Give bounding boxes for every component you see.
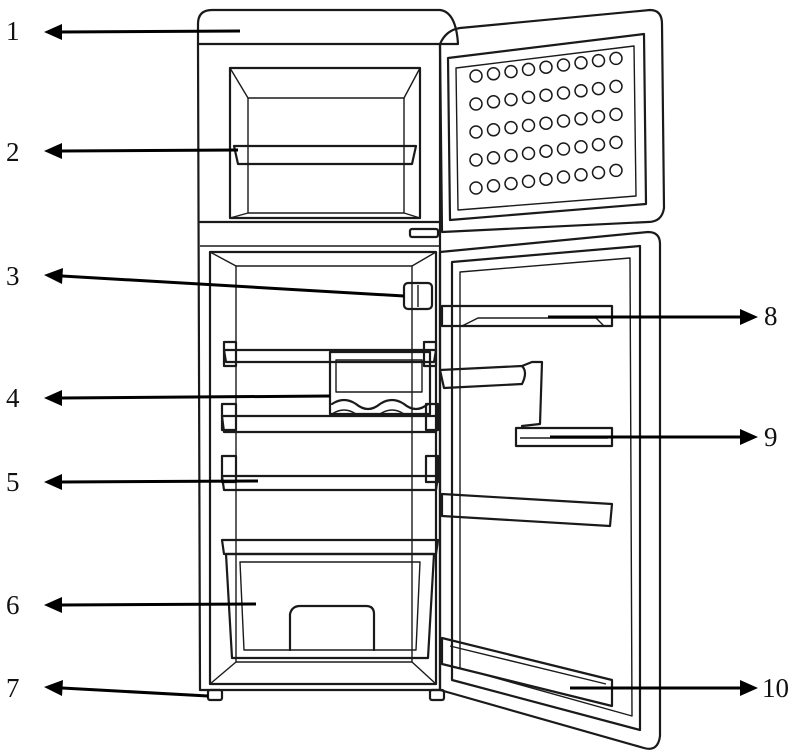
door-hinge bbox=[410, 229, 438, 237]
crisper-drawer bbox=[226, 554, 434, 658]
label-7: 7 bbox=[6, 675, 20, 702]
freezer-door-dimple bbox=[575, 113, 587, 125]
arrow-4 bbox=[44, 390, 330, 406]
freezer-door-dimple bbox=[558, 115, 570, 127]
freezer-door-dimple bbox=[488, 96, 500, 108]
label-3: 3 bbox=[6, 263, 20, 290]
freezer-door-dimple bbox=[505, 122, 517, 134]
label-8: 8 bbox=[764, 303, 778, 330]
freezer-door-dimple bbox=[505, 94, 517, 106]
freezer-door-dimple bbox=[523, 91, 535, 103]
fridge-compartment bbox=[210, 252, 438, 684]
label-2: 2 bbox=[6, 139, 20, 166]
freezer-door-dimple bbox=[488, 180, 500, 192]
freezer-door-dimple bbox=[610, 80, 622, 92]
middle-glass-shelf bbox=[222, 416, 438, 432]
freezer-door-dimple bbox=[523, 147, 535, 159]
freezer-door-dimple bbox=[470, 126, 482, 138]
freezer-door-dimple bbox=[558, 171, 570, 183]
freezer-door-dimple bbox=[523, 63, 535, 75]
freezer-door-dimple bbox=[488, 124, 500, 136]
freezer-door-dimple bbox=[575, 57, 587, 69]
label-6: 6 bbox=[6, 592, 20, 619]
freezer-door-dimple bbox=[610, 108, 622, 120]
label-9: 9 bbox=[764, 424, 778, 451]
freezer-door-dimple bbox=[558, 87, 570, 99]
freezer-door-dimple bbox=[593, 83, 605, 95]
arrow-9 bbox=[550, 429, 758, 445]
freezer-door-dimple bbox=[470, 98, 482, 110]
fridge-door bbox=[440, 232, 660, 749]
freezer-door-dimple bbox=[575, 141, 587, 153]
freezer-door-dimple bbox=[470, 154, 482, 166]
freezer-door-dimple bbox=[488, 68, 500, 80]
label-1: 1 bbox=[6, 18, 20, 45]
freezer-door-dimple bbox=[470, 182, 482, 194]
thermostat-light bbox=[404, 283, 432, 309]
freezer-door-dimple bbox=[505, 150, 517, 162]
freezer-door-dimple bbox=[593, 111, 605, 123]
freezer-door-dimple bbox=[523, 175, 535, 187]
freezer-door-dimple bbox=[593, 55, 605, 67]
freezer-door-dimples bbox=[470, 52, 622, 194]
label-4: 4 bbox=[6, 385, 20, 412]
arrow-3 bbox=[44, 268, 404, 296]
freezer-door-dimple bbox=[540, 145, 552, 157]
bottom-door-shelf bbox=[442, 638, 612, 706]
freezer-door-dimple bbox=[558, 143, 570, 155]
freezer-door-dimple bbox=[488, 152, 500, 164]
label-10: 10 bbox=[762, 675, 789, 702]
freezer-door-dimple bbox=[575, 169, 587, 181]
freezer-door-dimple bbox=[505, 178, 517, 190]
freezer-door-dimple bbox=[523, 119, 535, 131]
arrow-2 bbox=[44, 143, 238, 159]
glass-shelf bbox=[222, 476, 438, 490]
freezer-door-dimple bbox=[610, 52, 622, 64]
freezer-shelf bbox=[234, 146, 416, 164]
freezer-door-dimple bbox=[540, 89, 552, 101]
freezer-compartment bbox=[230, 68, 420, 218]
freezer-door-dimple bbox=[593, 167, 605, 179]
arrow-8 bbox=[548, 309, 758, 325]
freezer-door-dimple bbox=[610, 136, 622, 148]
freezer-door-dimple bbox=[575, 85, 587, 97]
freezer-door-dimple bbox=[558, 59, 570, 71]
arrow-1 bbox=[44, 24, 240, 40]
freezer-door-dimple bbox=[470, 70, 482, 82]
freezer-door-dimple bbox=[540, 61, 552, 73]
label-5: 5 bbox=[6, 469, 20, 496]
top-cover bbox=[198, 10, 458, 44]
freezer-door-dimple bbox=[593, 139, 605, 151]
freezer-door-dimple bbox=[505, 66, 517, 78]
arrow-7 bbox=[44, 680, 208, 696]
freezer-door-dimple bbox=[610, 164, 622, 176]
freezer-door-dimple bbox=[540, 117, 552, 129]
freezer-door-dimple bbox=[540, 173, 552, 185]
arrow-6 bbox=[44, 597, 256, 613]
left-foot bbox=[208, 690, 222, 700]
